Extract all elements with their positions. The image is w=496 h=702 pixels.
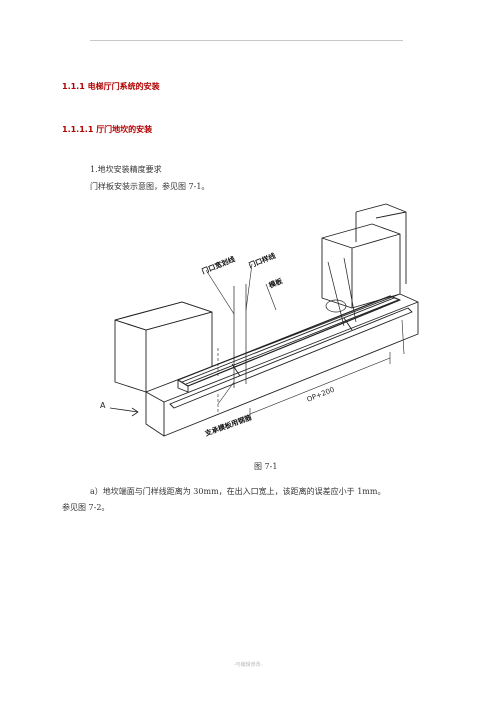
- figure-caption: 图 7-1: [254, 462, 278, 471]
- label-door-width-line: 门口宽划线: [200, 254, 236, 275]
- subsection-number: 1.1.1.1: [62, 125, 94, 134]
- section-heading: 1.1.1 电梯厅门系统的安装: [62, 81, 160, 92]
- label-dimension: OP+200: [306, 386, 336, 404]
- subsection-heading: 1.1.1.1 厅门地坎的安装: [62, 124, 152, 135]
- paragraph-a: a）地坎端面与门样线距离为 30mm，在出入口宽上，该距离的误差应小于 1mm。: [90, 487, 386, 496]
- body-line-2: 门样板安装示意图，参见图 7-1。: [90, 182, 210, 191]
- header-rule: [90, 40, 403, 41]
- label-template: 模板: [267, 276, 284, 290]
- figure-7-1: 门口宽划线 门口样线 模板 支承模板用钢筋 OP+200 A: [100, 203, 419, 439]
- body-line-1: 1.地坎安装精度要求: [90, 165, 162, 174]
- subsection-title: 厅门地坎的安装: [96, 125, 153, 134]
- label-door-plumb-line: 门口样线: [247, 251, 276, 270]
- section-title: 电梯厅门系统的安装: [87, 82, 160, 91]
- label-support-rebar: 支承模板用钢筋: [203, 413, 253, 439]
- page-footer: -可编辑修改-: [233, 662, 263, 668]
- label-view-arrow: A: [100, 401, 106, 410]
- section-number: 1.1.1: [62, 82, 85, 91]
- paragraph-a-continued: 参见图 7-2。: [62, 503, 110, 512]
